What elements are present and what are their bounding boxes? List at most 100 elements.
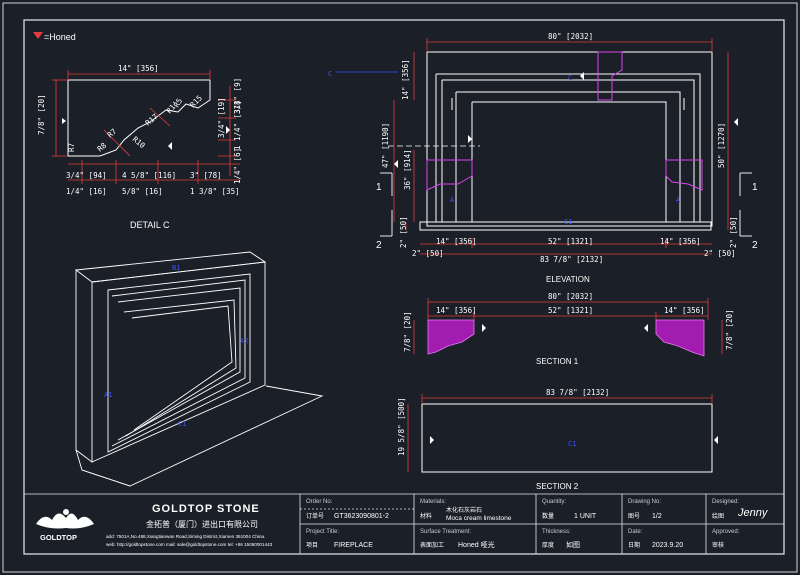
elevation-bottom-mid: 52" [1321] [548,237,593,246]
detail-c-bot-4: 5/8" [16] [122,187,163,196]
elevation-view: C A A C1 C [328,38,752,255]
section-marker-2-left: 2 [376,240,382,251]
fireplace-3d-view: B1 A2 A1 C1 [74,251,324,487]
elevation-hearth-right: 2" [50] [729,216,738,248]
elevation-title: ELEVATION [546,275,590,284]
company-address: add: 7501A,No.488,Xiangtianwan Road,Simi… [106,534,265,539]
section-2-left: 19 5/8" [500] [397,397,406,456]
svg-text:B1: B1 [172,264,180,272]
section-1-top: 80" [2032] [548,292,593,301]
honed-marker-icon [33,32,43,39]
order-label-cn: 订单号 [306,512,324,520]
honed-legend: =Honed [33,32,76,42]
approved-label: Approved: [712,529,740,535]
section-1-h-right: 7/8" [20] [725,309,734,350]
svg-text:C: C [328,70,332,78]
logo-text: GOLDTOP [40,533,77,542]
section-1-left: 14" [356] [436,306,477,315]
elevation-marker-b1: C [568,74,572,82]
elevation-left-low: 36" [914] [403,149,412,190]
svg-text:A1: A1 [104,391,112,399]
section-2-title: SECTION 2 [536,482,579,491]
section-2-top: 83 7/8" [2132] [546,388,609,397]
detail-c-small-3: 1 1/4" [31] [233,100,242,150]
detail-c [52,70,240,184]
date-value: 2023.9.20 [652,542,683,549]
drawing-label-cn: 图号 [628,513,640,520]
designer-signature: Jenny [737,507,769,519]
section-marker-1-left: 1 [376,182,382,193]
goldtop-logo: GOLDTOP [36,509,94,542]
section-2-view: C1 [407,394,718,473]
title-block [24,493,784,554]
company-info: GOLDTOP STONE 金拓普（厦门）进出口有限公司 add: 7501A,… [106,503,273,547]
detail-c-bot-1: 3/4" [94] [66,171,107,180]
detail-c-bot-3: 4 5/8" [116] [122,171,176,180]
elevation-right-height: 50" [1270] [717,123,726,168]
materials-value-cn: 木化石灰岩石 [446,506,482,514]
project-value: FIREPLACE [334,542,373,549]
quantity-label-cn: 数量 [542,512,554,520]
detail-c-r-low-b: R7 [106,127,119,140]
detail-c-small-4: 1/4" [6] [233,148,242,184]
svg-text:C1: C1 [178,420,186,428]
inner-frame [23,19,785,555]
section-2-hearth [421,403,713,473]
detail-c-small-1: 3/8" [9] [233,78,242,114]
honed-legend-label: =Honed [44,32,76,42]
section-marker-2-right: 2 [752,240,758,251]
quantity-label: Quantity: [542,499,566,505]
elevation-section-markers: 1 2 1 2 [376,182,758,251]
date-label: Date: [628,529,643,535]
detail-c-bot-6: 1 3/8" [35] [190,187,240,196]
materials-label: Materials: [420,499,446,505]
section-2-labels: 83 7/8" [2132] 19 5/8" [500] [397,388,609,456]
elevation-left-opening: 47" [1190] [381,123,390,168]
company-name-cn: 金拓普（厦门）进出口有限公司 [146,519,258,529]
detail-c-bot-2: 1/4" [16] [66,187,107,196]
quantity-value: 1 UNIT [574,513,597,520]
elevation-marker-a2: A [676,196,681,204]
approved-label-cn: 审核 [712,541,724,549]
company-contact: web: http://goldtopstone.com mail: sale@… [106,542,273,547]
materials-value: Moca cream limestone [446,515,512,522]
company-name: GOLDTOP STONE [152,503,260,515]
thickness-value: 如图 [566,540,580,549]
detail-c-r-foot: R7 [67,143,76,152]
surface-value: Honed 哑光 [458,540,495,549]
thickness-label-cn: 厚度 [542,541,554,549]
section-1-view [413,298,723,357]
elevation-mantel-outline [426,51,713,227]
date-label-cn: 日期 [628,541,640,549]
elevation-bottom-left: 14" [356] [436,237,477,246]
detail-c-top-width: 14" [356] [118,64,159,73]
project-label: Project Title: [306,529,339,535]
svg-text:A2: A2 [240,337,248,345]
detail-c-profile [67,79,211,157]
elevation-labels: 80" [2032] 14" [356] 47" [1190] 36" [914… [381,32,738,264]
elevation-hearth [419,221,712,231]
svg-text:C1: C1 [564,218,572,226]
elevation-marker-a1: A [450,196,455,204]
drawing-value: 1/2 [652,513,662,520]
section-1-h-left: 7/8" [20] [403,311,412,352]
detail-c-small-2: 3/4" [19] [217,97,226,138]
elevation-edge-right: 2" [50] [704,249,736,258]
title-block-fields: Order No: 订单号 GT3623090801-2 Project Tit… [306,499,769,549]
elevation-bottom-right: 14" [356] [660,237,701,246]
drawing-label: Drawing No: [628,499,661,505]
thickness-label: Thickness: [542,529,571,535]
detail-c-r-low-a: R10 [131,135,148,151]
detail-c-bot-5: 3" [78] [190,171,222,180]
designed-label: Designed: [712,499,739,505]
elevation-hearth-left: 2" [50] [399,216,408,248]
project-label-cn: 项目 [306,542,318,549]
elevation-left-top: 14" [356] [401,59,410,100]
designed-label-cn: 绘图 [712,512,724,520]
surface-label: Surface Treatment: [420,529,471,535]
detail-c-r-mid-b: R5 [172,97,184,109]
svg-text:C1: C1 [568,440,576,448]
